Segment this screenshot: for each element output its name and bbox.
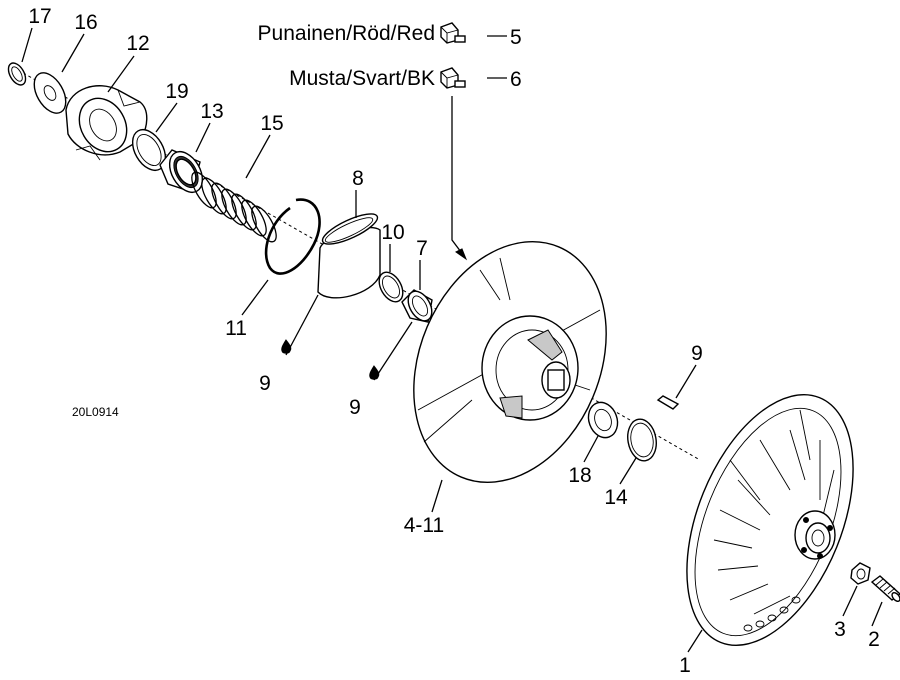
callout-10: 10 [381,221,404,244]
callout-2: 2 [868,628,880,651]
part-2-screw [870,575,900,602]
part-18-spacer [587,401,619,439]
callout-18: 18 [568,464,591,487]
callout-14: 14 [604,486,628,509]
callout-7: 7 [416,237,428,260]
callout-19: 19 [165,80,188,103]
callout-3: 3 [834,618,846,641]
part-3-nut [850,562,871,585]
part-10-thin-ring [378,271,404,303]
part-12-cam [65,85,148,161]
leader-lines [21,27,883,653]
callout-11: 11 [225,317,247,340]
callout-8: 8 [352,167,364,190]
callout-9-lube-a: 9 [259,372,271,395]
part-4-11-sliding-sheave [413,240,607,484]
part-14-washer [627,418,657,462]
part-1-fixed-sheave [686,393,854,647]
part-15-spring [191,171,277,243]
callout-17: 17 [28,5,51,28]
callout-12: 12 [126,32,149,55]
color-key-black-part-number: 6 [510,68,522,91]
part-17-snap-ring [7,62,27,86]
callout-13: 13 [200,100,223,123]
red-cap-icon [440,22,466,44]
black-cap-icon [440,67,466,89]
callout-9-lube-b: 9 [349,396,361,419]
oil-drop-icon [281,339,292,354]
color-key-arrow [451,96,465,257]
callout-1: 1 [679,654,691,677]
callout-16: 16 [74,11,97,34]
color-key-red: Punainen/Röd/Red 5 [258,22,522,49]
color-key-black: Musta/Svart/BK 6 [289,67,522,91]
callout-4-11: 4-11 [404,514,444,537]
part-16-washer [33,72,67,114]
color-key-red-label: Punainen/Röd/Red [258,22,435,45]
callout-9-key: 9 [691,342,703,365]
drawing-code: 20L0914 [72,405,119,419]
part-11-ring-clip [264,198,321,275]
color-key-black-label: Musta/Svart/BK [289,67,435,90]
oil-drop-icon [369,365,380,380]
callout-15: 15 [260,112,283,135]
part-8-sleeve [317,213,381,299]
part-19-ring [131,129,167,171]
part-9-key [656,395,680,410]
color-key-red-part-number: 5 [510,26,522,49]
part-13-bearing [159,149,204,193]
color-key-arrowhead [455,248,468,261]
part-7-bushing [401,289,433,323]
